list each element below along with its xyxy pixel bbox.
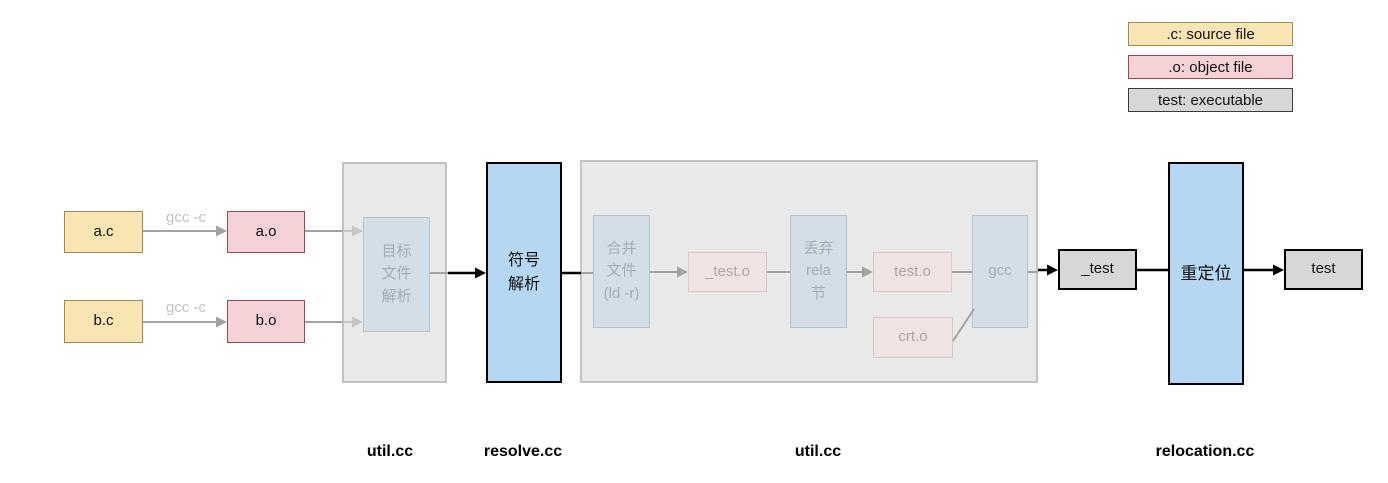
node-crt-o: crt.o — [873, 317, 953, 358]
node-test-o: test.o — [873, 252, 952, 292]
legend-object-file: .o: object file — [1128, 55, 1293, 79]
file-label-relocation: relocation.cc — [1155, 443, 1255, 460]
legend-executable: test: executable — [1128, 88, 1293, 112]
node-a-c: a.c — [64, 211, 143, 253]
node-symbol-resolve: 符号 解析 — [486, 162, 562, 383]
node-relocate: 重定位 — [1168, 162, 1244, 385]
file-label-resolve: resolve.cc — [483, 443, 563, 460]
node-b-c: b.c — [64, 300, 143, 343]
compile-label-b: gcc -c — [165, 299, 206, 316]
node-b-o: b.o — [227, 300, 305, 343]
node-a-o: a.o — [227, 211, 305, 253]
node-merge-files: 合并 文件 (ld -r) — [593, 215, 650, 328]
legend-source-file: .c: source file — [1128, 22, 1293, 46]
arrow-b-c-to-b-o-head — [216, 316, 227, 328]
arrow-relocate-to-test-head — [1273, 264, 1284, 276]
compile-label-a: gcc -c — [165, 209, 206, 226]
node-test: test — [1284, 249, 1363, 290]
file-label-util-2: util.cc — [794, 443, 842, 460]
arrow-a-c-to-a-o-head — [216, 225, 227, 237]
node-pre-test-o: _test.o — [688, 252, 767, 292]
file-label-util-1: util.cc — [366, 443, 414, 460]
node-discard-rela: 丢弃 rela 节 — [790, 215, 847, 328]
node-pre-test: _test — [1058, 249, 1137, 290]
arrow-gcc-to-pre-test-head — [1047, 264, 1058, 276]
arrow-object-parse-to-symbol-resolve-head — [475, 267, 486, 279]
node-gcc: gcc — [972, 215, 1028, 328]
node-object-file-parse: 目标 文件 解析 — [363, 217, 430, 332]
